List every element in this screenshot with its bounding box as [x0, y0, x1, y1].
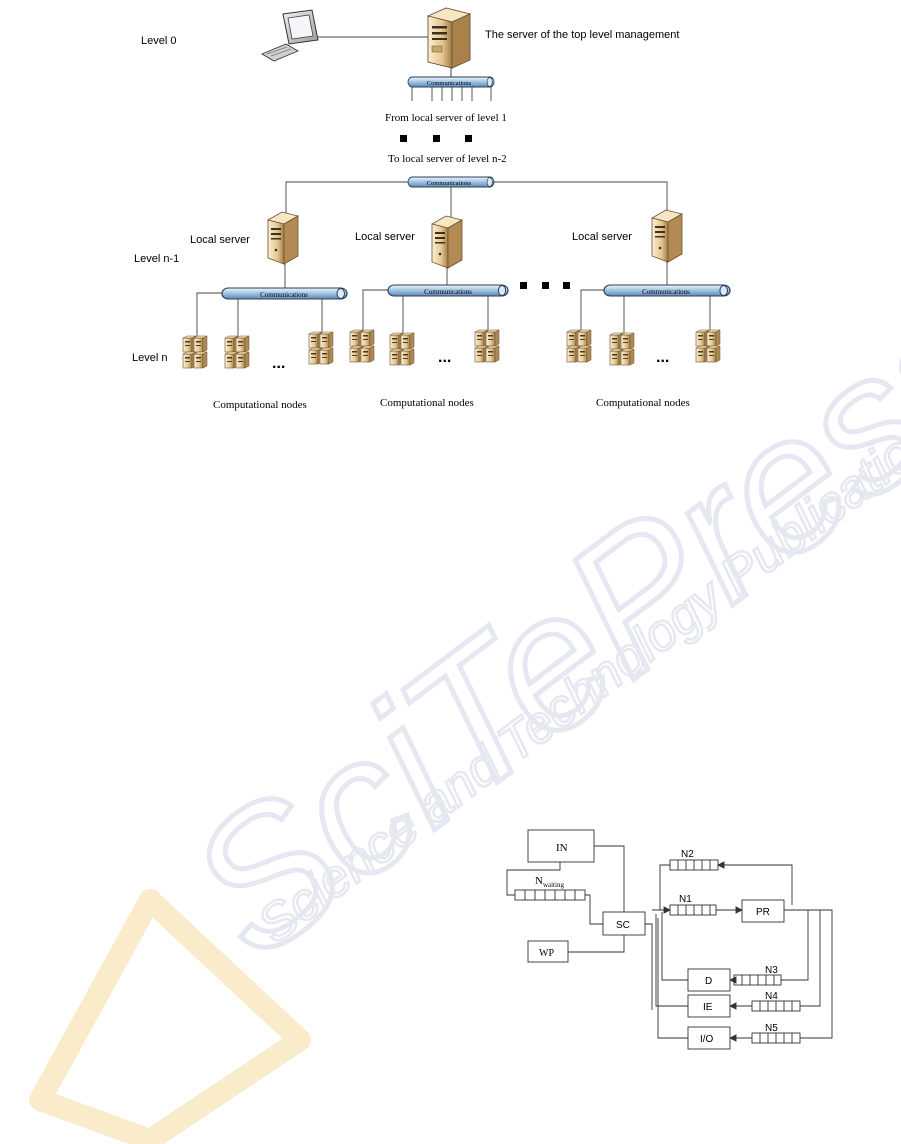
sc-label: SC — [616, 920, 630, 931]
n5-arrow — [728, 1034, 737, 1042]
upper-bus-links — [285, 181, 668, 218]
io-block — [687, 1026, 731, 1050]
n3-label: N3 — [765, 965, 778, 976]
lower-communications-label-3: Communications — [642, 288, 690, 296]
n4-arrow — [728, 1002, 737, 1010]
n-waiting-label: Nwaiting — [535, 875, 564, 889]
d-block — [687, 968, 731, 992]
n5-label: N5 — [765, 1023, 778, 1034]
cluster-3-ellipsis: ... — [656, 349, 669, 366]
ie-label: IE — [703, 1002, 713, 1013]
n5-queue — [751, 1032, 801, 1044]
upper-communications-bus: Communications — [407, 176, 495, 188]
sc-to-n1-arrow — [663, 906, 672, 914]
in-label: IN — [556, 842, 568, 854]
bus-to-n2 — [652, 864, 670, 911]
wp-block — [527, 940, 569, 963]
cluster-3-caption: Computational nodes — [596, 397, 690, 409]
vertical-ellipsis-squares — [400, 135, 472, 142]
node-cluster-1: ... Computational nodes — [183, 332, 333, 411]
n3-arrow — [728, 976, 737, 984]
cluster-1-caption: Computational nodes — [213, 399, 307, 411]
level-n-label: Level n — [132, 352, 167, 364]
cluster-2-caption: Computational nodes — [380, 397, 474, 409]
waiting-to-sc-link — [585, 894, 603, 925]
pr-output-links — [781, 909, 833, 1039]
node-cluster-2: ... Computational nodes — [350, 330, 499, 409]
wp-label: WP — [539, 948, 554, 959]
to-local-server-label: To local server of level n-2 — [388, 153, 507, 165]
d-return-link — [661, 912, 688, 981]
lower-communications-bus-2: Communications — [387, 284, 509, 297]
level-0-label: Level 0 — [141, 35, 176, 47]
sc-output-link — [645, 923, 653, 1010]
n-waiting-queue — [514, 889, 586, 901]
local-server-3-label: Local server — [572, 231, 632, 243]
horizontal-ellipsis-squares — [520, 282, 570, 289]
lower-communications-bus-3: Communications — [603, 284, 731, 297]
local-server-3: Local server — [572, 209, 683, 285]
d-label: D — [705, 976, 712, 987]
ie-return-link — [655, 914, 688, 1007]
watermark-brand: SciTePress — [152, 254, 901, 997]
n4-queue — [751, 1000, 801, 1012]
lower-communications-bus-1: Communications — [221, 287, 348, 300]
local-server-1-label: Local server — [190, 234, 250, 246]
n1-label: N1 — [679, 894, 692, 905]
n3-queue — [733, 974, 782, 986]
in-to-waiting-link — [506, 862, 561, 896]
top-communications-bus: Communications — [407, 76, 495, 88]
local-server-3-icon — [651, 209, 683, 263]
top-server-label: The server of the top level management — [485, 29, 679, 41]
pr-label: PR — [756, 907, 770, 918]
local-server-2: Local server — [355, 215, 463, 285]
local-server-2-icon — [431, 215, 463, 269]
local-server-1-icon — [267, 211, 299, 265]
in-block — [527, 829, 595, 863]
n1-queue — [669, 904, 717, 916]
pr-block — [741, 899, 785, 923]
wp-to-sc-link — [568, 935, 625, 953]
workstation-icon — [261, 9, 319, 62]
pr-to-n2-feedback — [718, 864, 793, 905]
n4-label: N4 — [765, 991, 778, 1002]
node-links — [196, 289, 711, 336]
io-return-link — [657, 918, 688, 1039]
n2-label: N2 — [681, 849, 694, 860]
io-label: I/O — [700, 1034, 714, 1045]
hierarchy-diagram: Level 0 Level n-1 Level n The server of … — [132, 7, 731, 411]
upper-communications-label: Communications — [427, 180, 472, 187]
level-n-minus-1-label: Level n-1 — [134, 253, 179, 265]
lower-communications-label-2: Communications — [424, 288, 472, 296]
top-server-icon — [426, 7, 472, 69]
lower-communications-label-1: Communications — [260, 291, 308, 299]
local-server-2-label: Local server — [355, 231, 415, 243]
watermark-logo — [29, 889, 311, 1144]
n1-arrow — [735, 906, 744, 914]
top-communications-label: Communications — [427, 80, 472, 87]
cluster-2-ellipsis: ... — [438, 349, 451, 366]
node-cluster-3: ... Computational nodes — [567, 330, 720, 409]
ie-block — [687, 994, 731, 1018]
in-to-sc-link — [594, 845, 625, 912]
queue-model-diagram: IN Nwaiting SC WP N2 — [506, 829, 833, 1050]
cluster-1-ellipsis: ... — [272, 355, 285, 372]
n2-arrow — [716, 861, 725, 869]
n2-queue — [669, 859, 719, 871]
from-local-server-label: From local server of level 1 — [385, 112, 507, 124]
local-server-1: Local server — [190, 211, 299, 288]
top-bus-drops — [411, 87, 492, 101]
